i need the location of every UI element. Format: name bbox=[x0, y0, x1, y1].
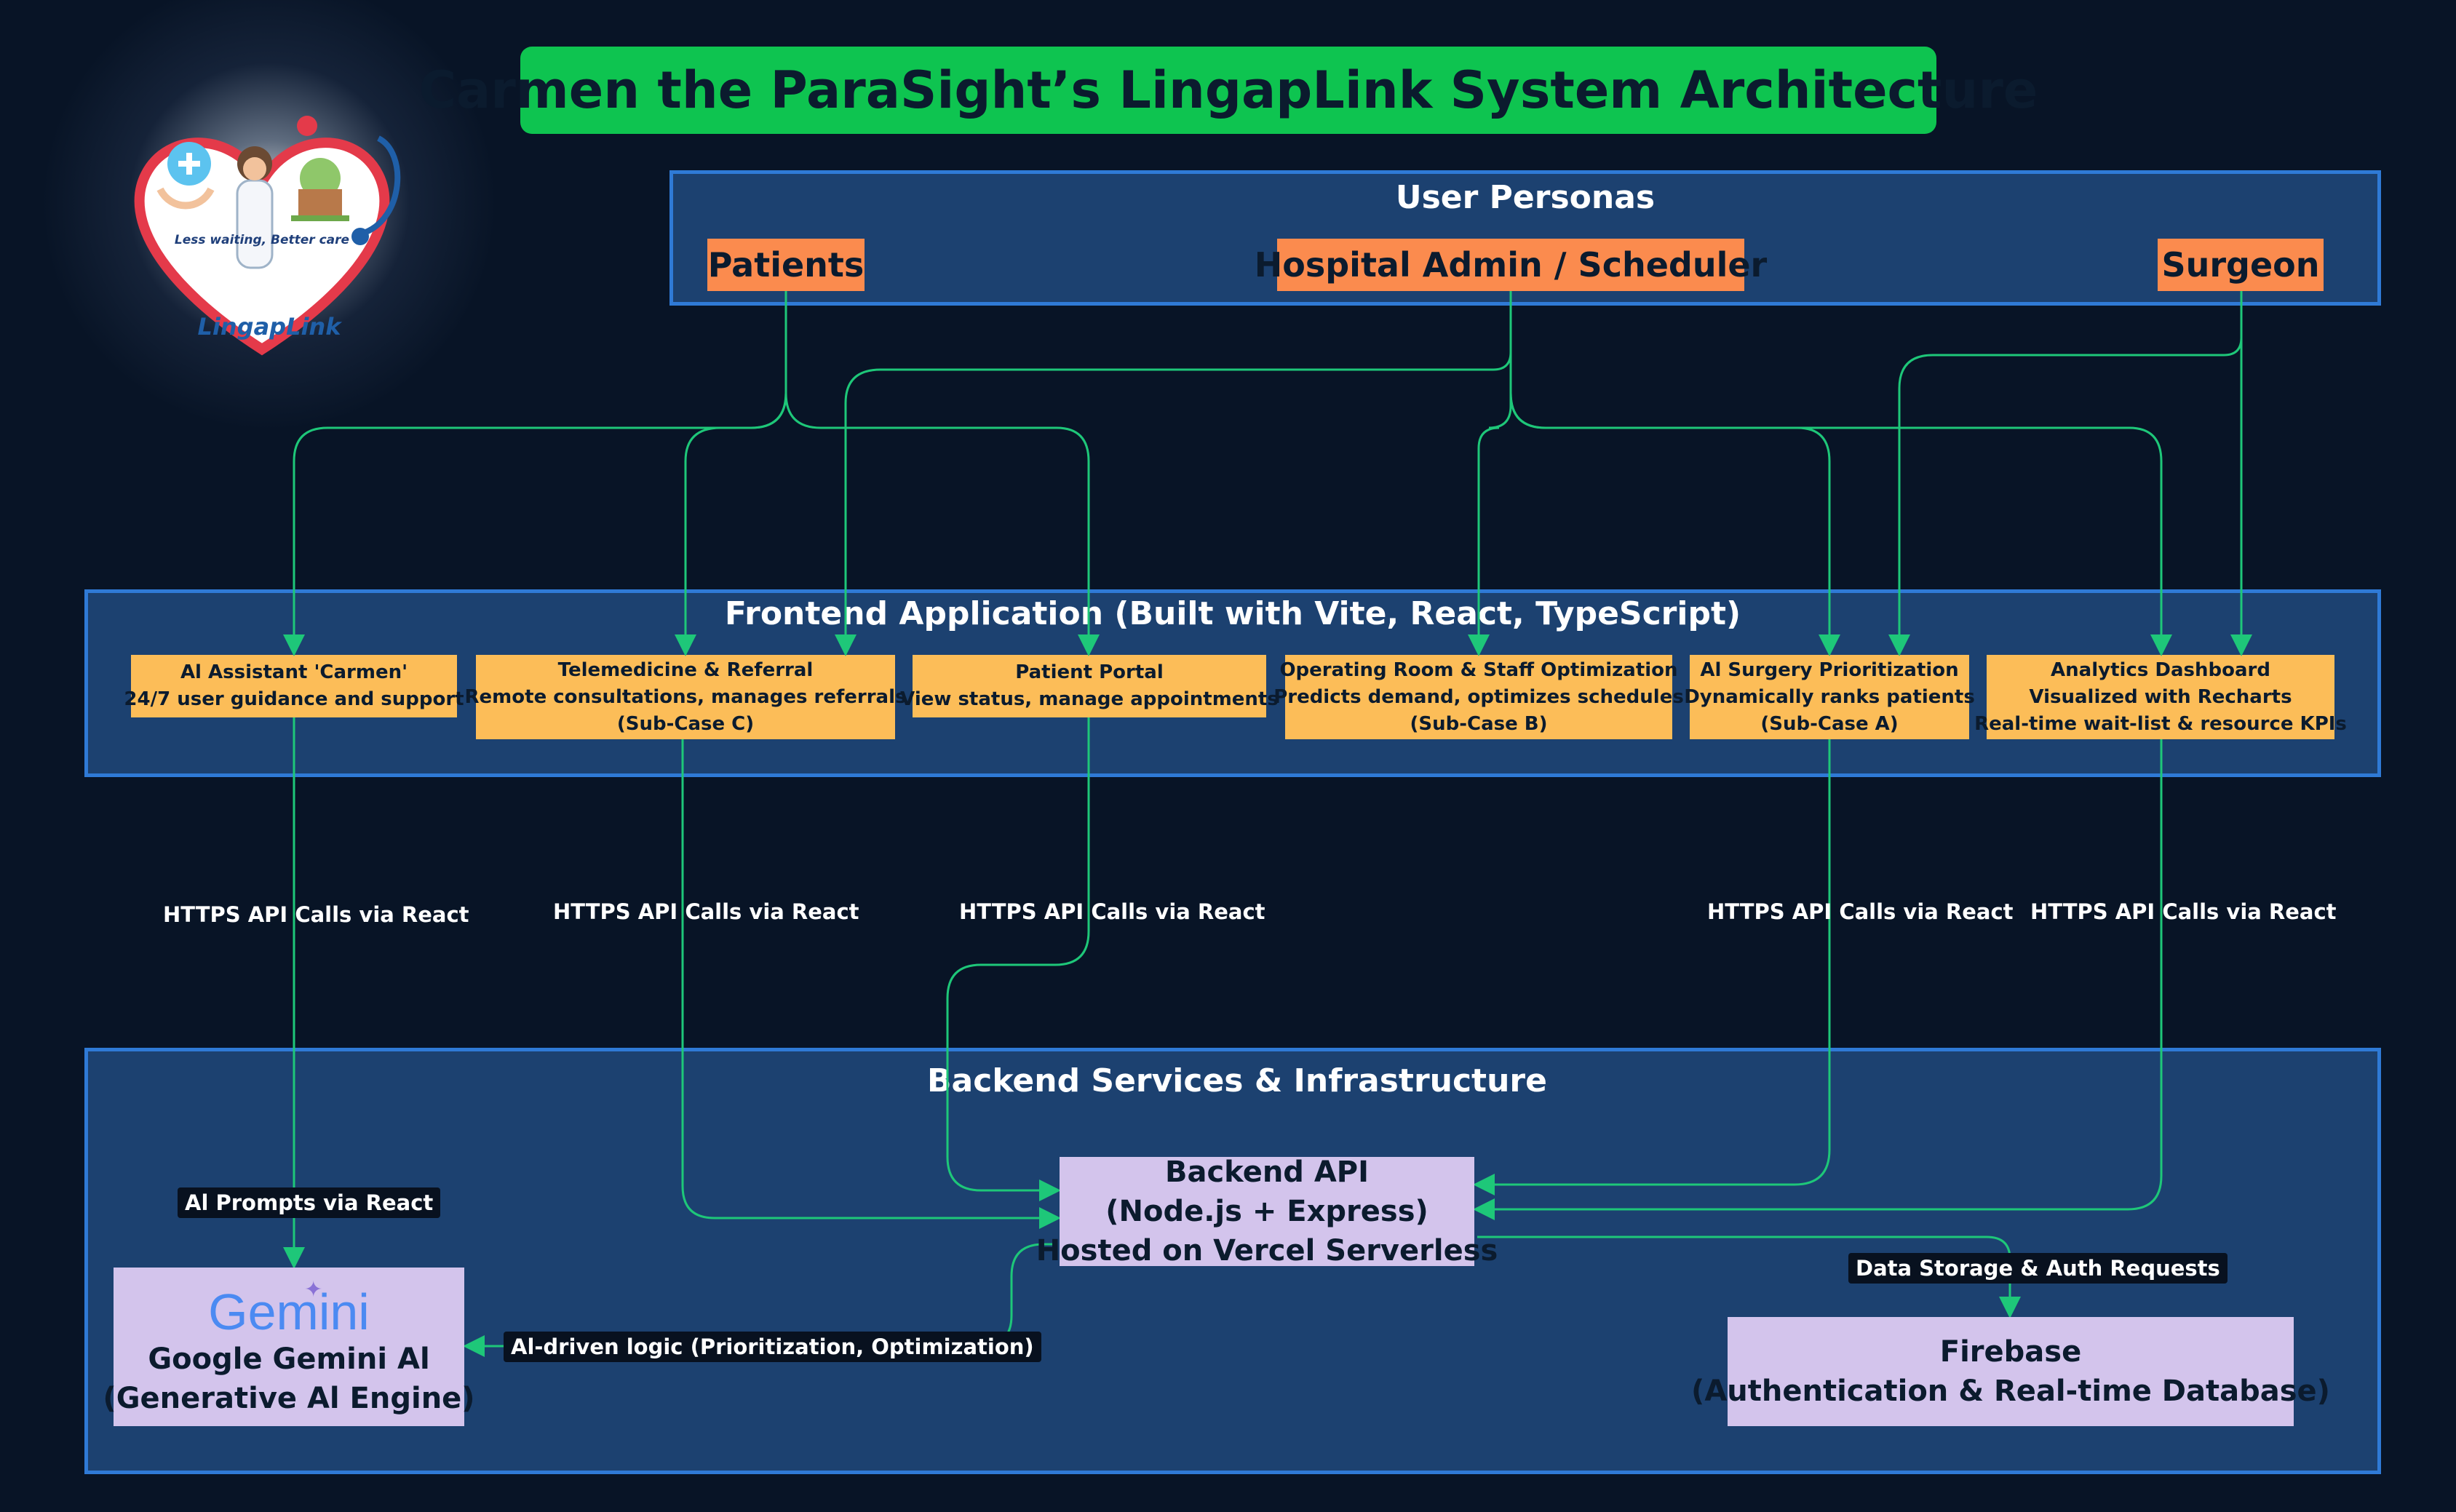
feature-desc: 24/7 user guidance and support bbox=[124, 688, 464, 710]
connector-admin-or-optimization bbox=[1468, 291, 1512, 656]
feature-desc: Visualized with Recharts bbox=[2029, 685, 2292, 708]
feature-subcase: (Sub-Case A) bbox=[1760, 712, 1899, 735]
https-label-prioritization: HTTPS API Calls via React bbox=[1707, 899, 2014, 924]
backend-heading: Backend Services & Infrastructure bbox=[927, 1062, 1547, 1099]
connector-surgeon-prioritization bbox=[1888, 291, 2243, 656]
connector-prioritization-backend bbox=[1473, 739, 1831, 1195]
feature-title: Patient Portal bbox=[1015, 661, 1164, 683]
https-label-ai-assistant: HTTPS API Calls via React bbox=[163, 902, 469, 927]
connector-portal-backend bbox=[946, 717, 1090, 1201]
gemini-wordmark: Gemini bbox=[208, 1284, 370, 1340]
feature-telemedicine: Telemedicine & Referral Remote consultat… bbox=[465, 655, 906, 739]
gemini-box: Gemini ✦ Google Gemini Al (Generative Al… bbox=[103, 1268, 475, 1426]
feature-subcase: (Sub-Case B) bbox=[1410, 712, 1548, 735]
connector-admin-prioritization bbox=[1509, 291, 1840, 656]
feature-title: Al Surgery Prioritization bbox=[1700, 658, 1959, 681]
gemini-wordmark-wrap: Gemini ✦ bbox=[208, 1277, 370, 1340]
heart-logo-icon bbox=[134, 116, 401, 356]
connector-telemedicine-backend bbox=[681, 739, 1061, 1229]
feature-kpis: Real-time wait-list & resource KPIs bbox=[1974, 712, 2347, 735]
lingaplink-logo: Less waiting, Better care LingapLink bbox=[116, 109, 408, 364]
connector-backend-gemini bbox=[463, 1243, 1057, 1357]
backend-api-hosting: Hosted on Vercel Serverless bbox=[1036, 1234, 1498, 1268]
connector-analytics-backend bbox=[1473, 739, 2163, 1220]
feature-ai-surgery-prioritization: Al Surgery Prioritization Dynamically ra… bbox=[1684, 655, 1975, 739]
persona-surgeon: Surgeon bbox=[2158, 239, 2324, 291]
feature-patient-portal: Patient Portal View status, manage appoi… bbox=[900, 655, 1279, 717]
feature-title: Analytics Dashboard bbox=[2051, 658, 2270, 681]
connector-patients-ai-assistant bbox=[283, 291, 787, 656]
feature-title: Operating Room & Staff Optimization bbox=[1279, 658, 1678, 681]
feature-desc: View status, manage appointments bbox=[900, 688, 1279, 710]
gemini-subtitle: (Generative Al Engine) bbox=[103, 1382, 475, 1415]
feature-title: Telemedicine & Referral bbox=[557, 658, 814, 681]
gemini-title: Google Gemini Al bbox=[148, 1342, 430, 1376]
feature-desc: Dynamically ranks patients bbox=[1684, 685, 1975, 708]
sparkle-icon: ✦ bbox=[304, 1277, 323, 1302]
feature-ai-assistant: Al Assistant 'Carmen' 24/7 user guidance… bbox=[124, 655, 464, 717]
https-label-analytics: HTTPS API Calls via React bbox=[2030, 899, 2337, 924]
connector-patients-portal bbox=[784, 291, 1100, 656]
page-title: Carmen the ParaSight’s LingapLink System… bbox=[419, 47, 2038, 134]
feature-desc: Remote consultations, manages referrals bbox=[464, 685, 907, 708]
logo-tagline: Less waiting, Better care bbox=[174, 233, 350, 247]
https-label-portal: HTTPS API Calls via React bbox=[959, 899, 1265, 924]
feature-or-staff-optimization: Operating Room & Staff Optimization Pred… bbox=[1273, 655, 1684, 739]
ai-prompts-label: Al Prompts via React bbox=[178, 1187, 441, 1218]
logo-brand: LingapLink bbox=[197, 313, 341, 341]
ai-logic-label: Al-driven logic (Prioritization, Optimiz… bbox=[504, 1332, 1041, 1362]
connector-patients-telemedicine bbox=[675, 291, 787, 656]
feature-title: Al Assistant 'Carmen' bbox=[180, 661, 408, 683]
backend-api-box: Backend API (Node.js + Express) Hosted o… bbox=[1036, 1155, 1498, 1268]
feature-analytics-dashboard: Analytics Dashboard Visualized with Rech… bbox=[1974, 655, 2347, 739]
https-label-telemedicine: HTTPS API Calls via React bbox=[553, 899, 859, 924]
user-personas-heading: User Personas bbox=[1395, 179, 1656, 216]
persona-patients: Patients bbox=[707, 239, 865, 291]
firebase-subtitle: (Authentication & Real-time Database) bbox=[1691, 1374, 2330, 1408]
connector-admin-telemedicine bbox=[835, 291, 1512, 656]
feature-desc: Predicts demand, optimizes schedules bbox=[1273, 685, 1684, 708]
frontend-heading: Frontend Application (Built with Vite, R… bbox=[724, 595, 1741, 632]
firebase-box: Firebase (Authentication & Real-time Dat… bbox=[1691, 1317, 2330, 1426]
connector-admin-analytics bbox=[1509, 291, 2172, 656]
persona-hospital-admin: Hospital Admin / Scheduler bbox=[1255, 239, 1767, 291]
feature-subcase: (Sub-Case C) bbox=[616, 712, 755, 735]
backend-api-stack: (Node.js + Express) bbox=[1105, 1195, 1428, 1228]
data-storage-label: Data Storage & Auth Requests bbox=[1848, 1253, 2228, 1284]
backend-api-title: Backend API bbox=[1164, 1155, 1370, 1189]
firebase-title: Firebase bbox=[1939, 1335, 2082, 1369]
